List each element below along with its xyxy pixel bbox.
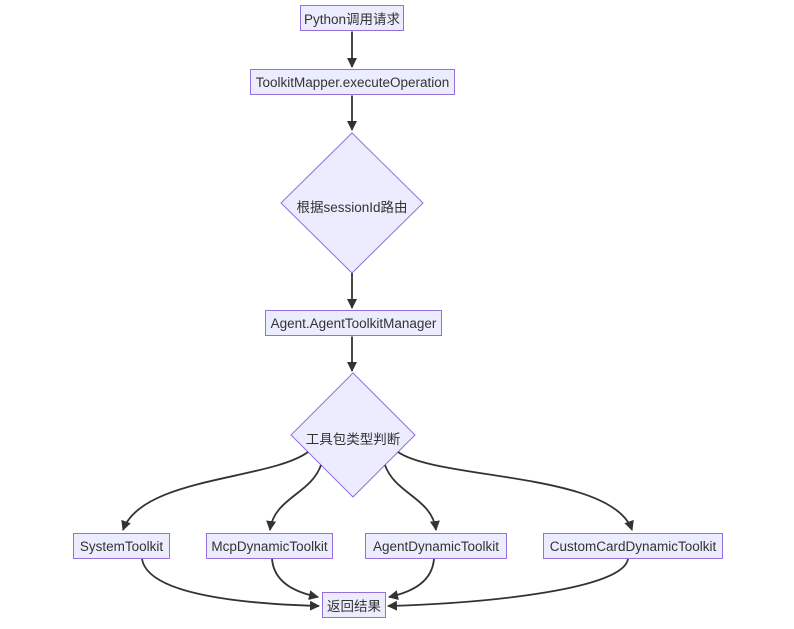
- edge-custom-card-toolkit-to-return-result: [387, 558, 629, 611]
- node-toolkit-type-label: 工具包类型判断: [305, 432, 401, 447]
- edge-toolkit-type-to-mcp-toolkit: [266, 464, 322, 531]
- edge-agent-toolkit-to-return-result: [388, 558, 435, 600]
- node-session-route-label: 根据sessionId路由: [296, 200, 408, 215]
- node-return-result: 返回结果: [322, 592, 386, 618]
- edge-toolkit-type-to-agent-toolkit: [384, 464, 440, 531]
- node-custom-card-toolkit: CustomCardDynamicToolkit: [543, 533, 723, 559]
- node-toolkit-mapper: ToolkitMapper.executeOperation: [250, 69, 455, 95]
- edge-toolkit-type-to-custom-card-toolkit: [397, 451, 634, 531]
- node-mcp-toolkit: McpDynamicToolkit: [206, 533, 333, 559]
- diamond-toolkit-type: [290, 372, 416, 498]
- node-agent-manager: Agent.AgentToolkitManager: [265, 310, 442, 336]
- node-python-request: Python调用请求: [300, 5, 404, 31]
- edge-toolkit-type-to-system-toolkit: [121, 451, 309, 531]
- node-system-toolkit: SystemToolkit: [73, 533, 170, 559]
- edge-system-toolkit-to-return-result: [141, 558, 320, 611]
- edge-mcp-toolkit-to-return-result: [271, 558, 319, 601]
- node-agent-toolkit: AgentDynamicToolkit: [365, 533, 507, 559]
